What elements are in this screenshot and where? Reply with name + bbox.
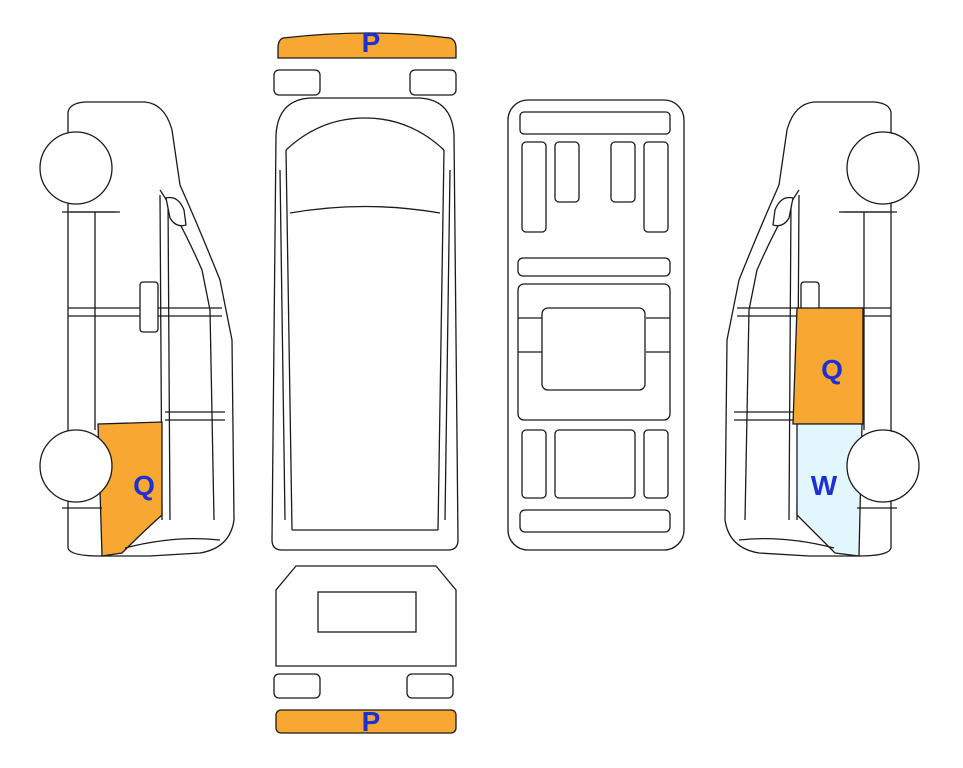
top-view-hood — [285, 117, 445, 151]
left-front-wheel — [39, 131, 113, 205]
underside-rear-left — [521, 429, 547, 499]
underside-center-panel — [541, 307, 646, 391]
underside-mid-bar — [517, 257, 671, 277]
right-rear-upper-damage-area[interactable] — [792, 307, 864, 425]
right-rear-lower-damage-area[interactable] — [796, 423, 863, 557]
left-side-bumper — [124, 537, 221, 549]
top-view-windshield — [289, 205, 441, 214]
underside-rear-crossmember — [519, 509, 671, 533]
underside-frame-lines — [518, 317, 670, 353]
right-rear-wheel — [846, 429, 920, 503]
left-rear-wheel — [39, 429, 113, 503]
underside-panel-1 — [521, 141, 547, 233]
rear-bumper-label: P — [362, 706, 381, 737]
front-bumper[interactable] — [277, 32, 457, 59]
underside-panel-4 — [643, 141, 669, 233]
left-side-windshield — [159, 189, 215, 521]
left-side-view: Q — [39, 101, 235, 557]
rear-left-taillight — [273, 673, 321, 699]
underside-rear-right — [643, 429, 669, 499]
top-view — [271, 97, 459, 551]
top-view-left-trim — [279, 169, 286, 521]
underside-front-crossmember — [519, 111, 671, 135]
underside-view — [507, 99, 685, 551]
front-bumper-label: P — [362, 27, 381, 58]
left-side-mirror — [165, 196, 187, 227]
right-side-mirror — [772, 196, 794, 227]
top-view-body — [271, 97, 459, 551]
right-side-view: Q W — [724, 101, 920, 557]
right-front-wheel — [846, 131, 920, 205]
top-view-left-edge — [285, 149, 293, 531]
left-side-door-handle[interactable] — [139, 281, 159, 333]
underside-panel-3 — [610, 141, 636, 203]
rear-window — [317, 591, 417, 633]
underside-panel-2 — [554, 141, 580, 203]
underside-rear-center — [554, 429, 636, 499]
rear-bumper[interactable] — [275, 709, 457, 734]
right-rear-upper-damage-label: Q — [821, 354, 843, 385]
front-view: P — [273, 27, 457, 96]
top-view-right-edge — [437, 149, 445, 531]
left-side-lower-line — [165, 411, 225, 421]
rear-view: P — [273, 565, 457, 737]
right-side-windshield — [744, 189, 800, 521]
front-left-headlight — [273, 69, 321, 96]
front-right-headlight — [409, 69, 457, 96]
left-rear-damage-label: Q — [133, 470, 155, 501]
left-rear-damage-area[interactable] — [97, 421, 163, 557]
top-view-right-trim — [444, 169, 451, 521]
rear-right-taillight — [406, 673, 454, 699]
right-side-bumper — [738, 537, 835, 549]
right-side-lower-line — [734, 411, 794, 421]
right-rear-lower-damage-label: W — [811, 470, 838, 501]
